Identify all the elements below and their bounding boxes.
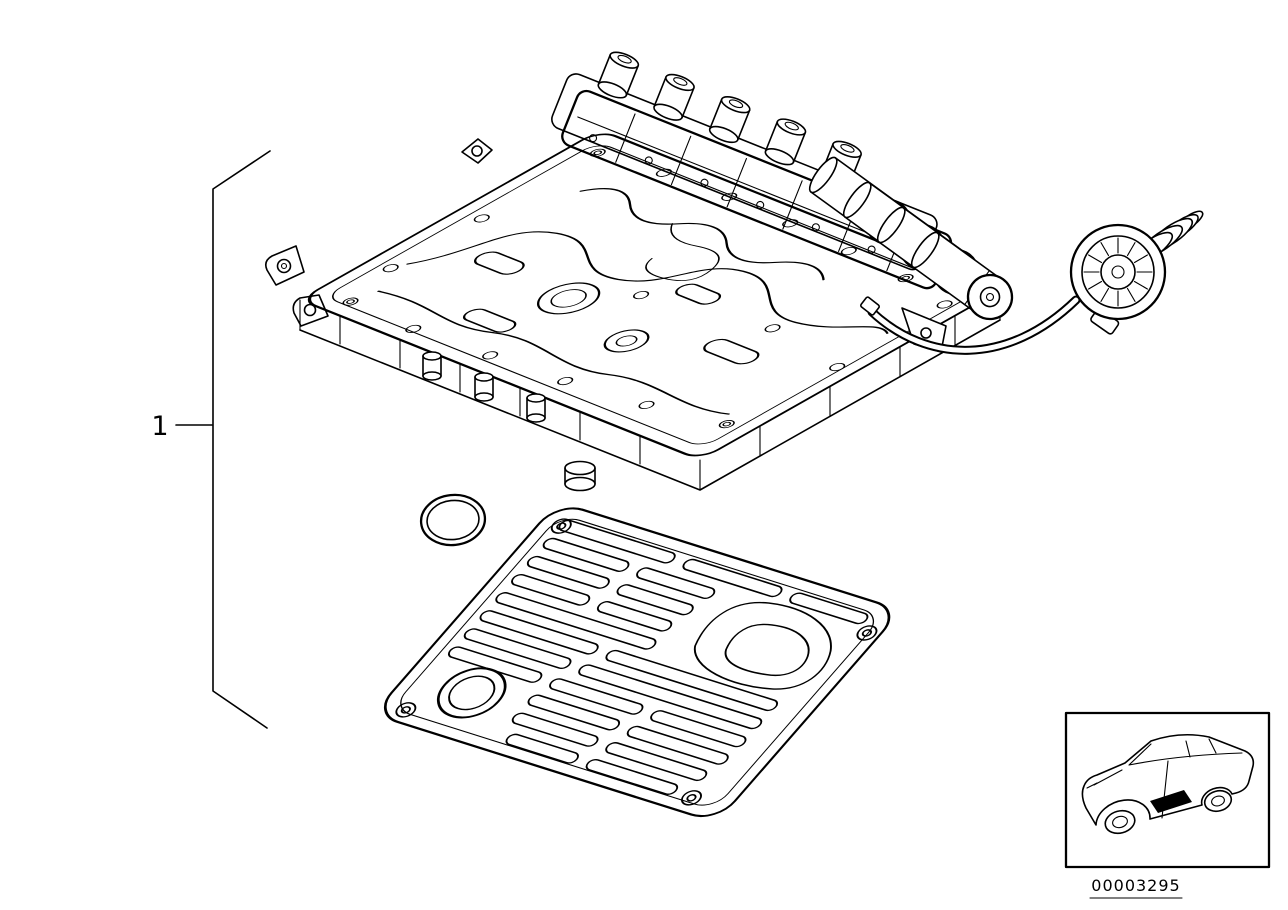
round-connector: [1069, 210, 1204, 335]
bolt-holes: [342, 148, 953, 429]
small-solenoids: [597, 51, 862, 188]
valve-body-assembly: [265, 51, 1204, 492]
callout-1-label[interactable]: 1: [151, 411, 168, 442]
transmission-location-marker: [1150, 790, 1192, 813]
filter-raised-port: [694, 601, 832, 690]
connector-pin-sunburst: [1083, 237, 1153, 307]
car-thumbnail-icon: [1081, 733, 1255, 835]
car-thumbnail-box: [1064, 711, 1271, 869]
filter-intake-cap: [436, 667, 507, 719]
image-number: 00003295: [1091, 876, 1180, 895]
wiring-harness-cable: [860, 295, 1081, 355]
valve-body-casting: [299, 289, 1001, 492]
callout-bracket: [175, 150, 271, 729]
solenoid-rail: [551, 51, 953, 290]
filter-slots: [447, 519, 869, 795]
filter-bolt-holes: [395, 518, 878, 806]
oil-filter: [383, 507, 891, 817]
o-ring: [419, 493, 487, 547]
solenoid-valve-4: [910, 231, 1014, 321]
valve-body-plate: [307, 133, 993, 457]
mounting-tabs: [265, 138, 493, 327]
